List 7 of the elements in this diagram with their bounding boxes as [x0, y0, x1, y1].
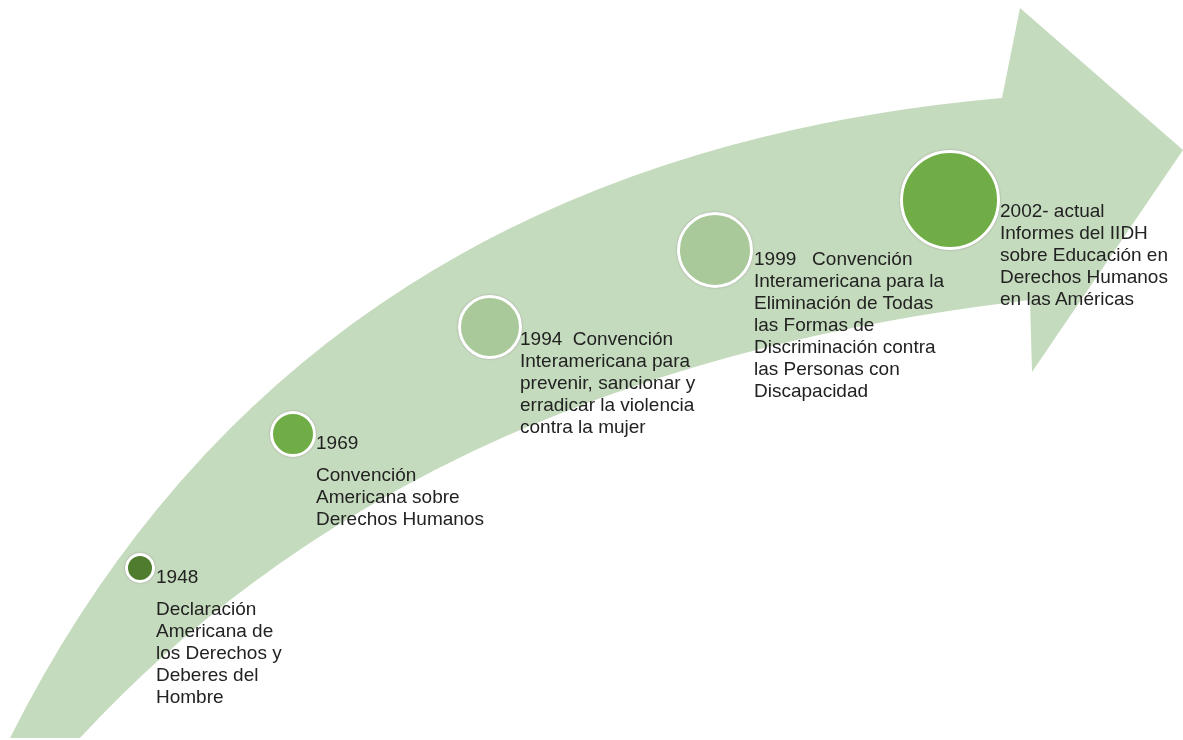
milestone-text: 2002- actual Informes del IIDH sobre Educación en Derechos Humanos en las Américas: [1000, 200, 1169, 310]
milestone-text: 1948: [156, 566, 200, 588]
milestone-text: 1999 Convención Interamericana para la Eliminación de Todas las Formas de Discriminación contra las Personas con Discapacidad: [754, 248, 946, 402]
milestone-text: Convención Americana sobre Derechos Humanos: [316, 464, 485, 530]
milestone-text: 1969: [316, 432, 360, 454]
milestone-text: 1994 Convención Interamericana para prevenir, sancionar y erradicar la violencia contra la mujer: [520, 328, 697, 438]
milestone-text: Declaración Americana de los Derechos y Deberes del Hombre: [156, 598, 283, 708]
